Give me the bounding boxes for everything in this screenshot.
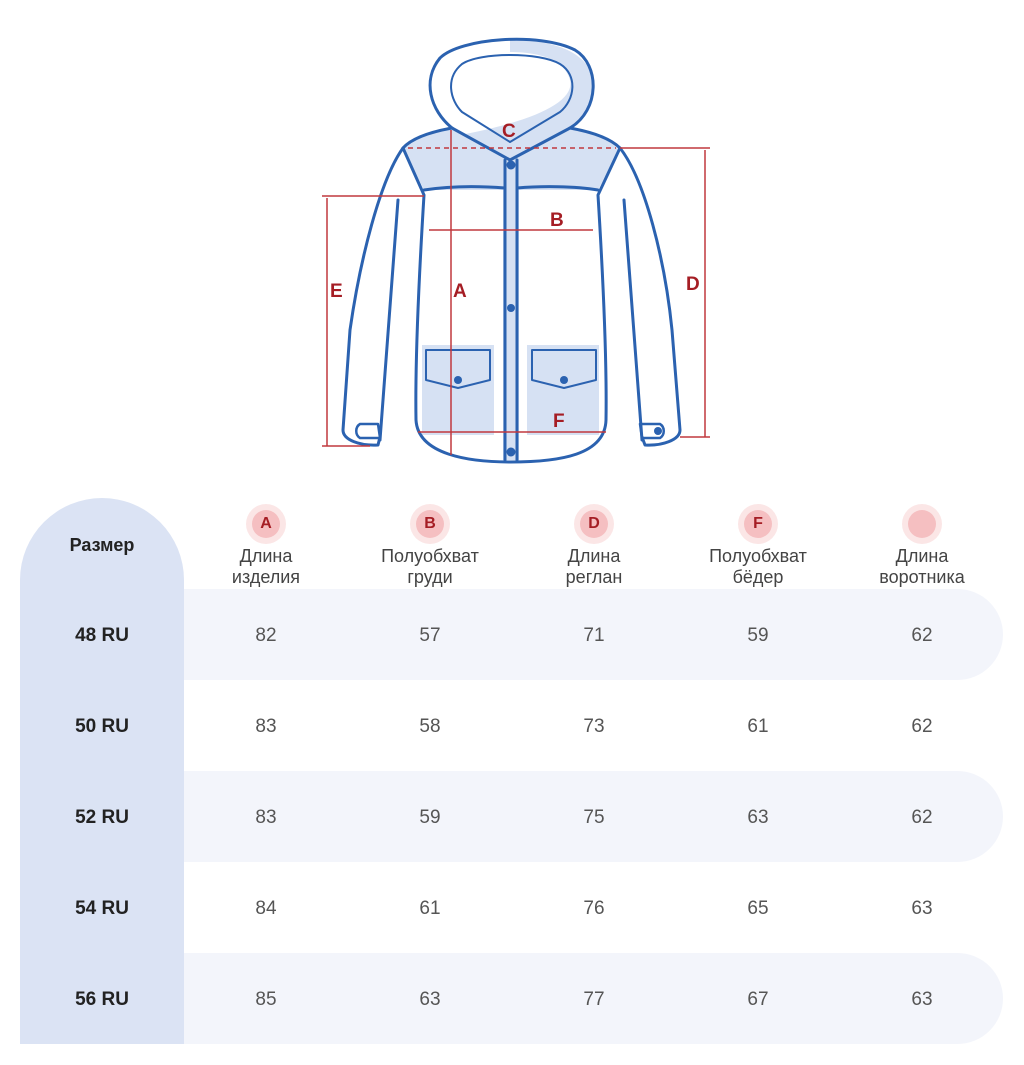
size-cell: 50 RU <box>75 716 129 737</box>
table-cell: 85 <box>255 989 277 1010</box>
badge-letter: B <box>416 510 444 538</box>
table-cell: 61 <box>419 898 441 919</box>
measure-badge-icon: F <box>738 504 778 544</box>
size-cell: 56 RU <box>75 989 129 1010</box>
table-cell: 76 <box>583 898 605 919</box>
measure-badge-icon: A <box>246 504 286 544</box>
table-cell: 75 <box>583 807 605 828</box>
table-cell: 61 <box>747 716 769 737</box>
row-stripe <box>184 953 1003 1044</box>
badge-letter: F <box>744 510 772 538</box>
table-cell: 77 <box>583 989 605 1010</box>
label-line-2: груди <box>407 567 453 587</box>
label-line-2: бёдер <box>732 567 784 587</box>
table-cell: 59 <box>747 625 769 646</box>
row-stripe <box>184 589 1003 680</box>
label-line-2: воротника <box>879 567 965 587</box>
size-cell: 48 RU <box>75 625 129 646</box>
size-cell: 54 RU <box>75 898 129 919</box>
table-cell: 57 <box>419 625 441 646</box>
table-cell: 65 <box>747 898 769 919</box>
table-cell: 58 <box>419 716 441 737</box>
table-cell: 73 <box>583 716 605 737</box>
table-cell: 62 <box>911 625 933 646</box>
badge-letter <box>908 510 936 538</box>
label-d: D <box>686 274 700 295</box>
measure-badge-icon: B <box>410 504 450 544</box>
label-line-1: Полуобхват <box>709 546 807 566</box>
badge-letter: D <box>580 510 608 538</box>
label-b: B <box>550 210 564 231</box>
label-line-2: реглан <box>565 567 623 587</box>
size-cell: 52 RU <box>75 807 129 828</box>
label-c: C <box>502 121 516 142</box>
label-line-1: Полуобхват <box>381 546 479 566</box>
measure-badge-icon <box>902 504 942 544</box>
measure-badge-icon: D <box>574 504 614 544</box>
table-cell: 83 <box>255 807 277 828</box>
table-cell: 84 <box>255 898 277 919</box>
label-line-2: изделия <box>231 567 301 587</box>
label-f: F <box>553 411 565 432</box>
table-cell: 63 <box>419 989 441 1010</box>
table-cell: 71 <box>583 625 605 646</box>
row-stripe <box>184 771 1003 862</box>
label-line-1: Длина <box>239 546 293 566</box>
table-cell: 62 <box>911 716 933 737</box>
table-cell: 59 <box>419 807 441 828</box>
label-line-1: Длина <box>567 546 621 566</box>
table-cell: 63 <box>911 898 933 919</box>
table-cell: 62 <box>911 807 933 828</box>
label-line-1: Длина <box>895 546 949 566</box>
jacket-diagram: C B A D E F <box>322 37 710 464</box>
table-cell: 63 <box>747 807 769 828</box>
label-e: E <box>330 281 343 302</box>
badge-letter: A <box>252 510 280 538</box>
table-cell: 63 <box>911 989 933 1010</box>
table-cell: 83 <box>255 716 277 737</box>
size-header: Размер <box>69 535 135 555</box>
size-column <box>20 498 184 1044</box>
table-cell: 82 <box>255 625 277 646</box>
label-a: A <box>453 281 467 302</box>
table-cell: 67 <box>747 989 769 1010</box>
